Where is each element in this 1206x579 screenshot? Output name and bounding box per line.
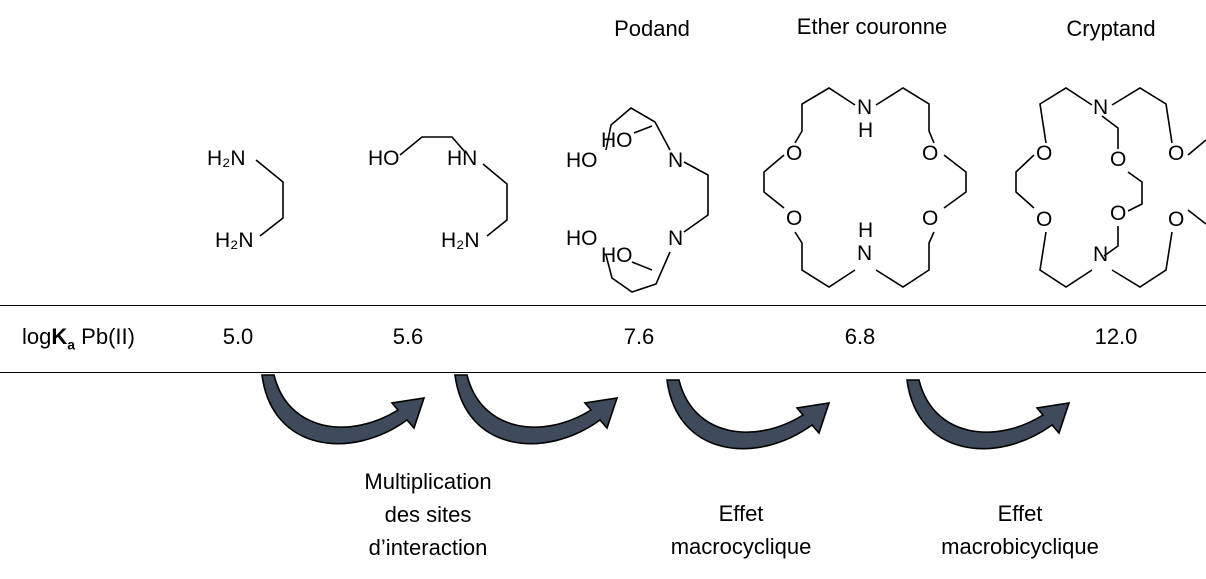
atom-n-top: N: [1093, 96, 1108, 119]
atom-h2n: H₂N: [441, 229, 479, 252]
molecule-podand: HO HO N HO HO N: [566, 107, 709, 293]
bond-strand-1a: [1039, 87, 1093, 144]
atom-o-4: O: [1110, 202, 1126, 225]
effect-macrobicyclic: Effet macrobicyclique: [941, 497, 1099, 563]
bond-strand-2c: [1103, 226, 1119, 257]
atom-o-left-top: O: [786, 142, 802, 165]
effect-multiplication-line-2: des sites: [384, 502, 472, 527]
atom-n-bottom: N: [668, 227, 683, 250]
bond-arm-3: [605, 251, 671, 293]
bond-strand-3b: [1187, 139, 1206, 156]
table-bottom-rule: [0, 372, 1206, 373]
bond-upper-left: [794, 87, 856, 144]
atom-n-top: N: [668, 149, 683, 172]
row-label-prefix: log: [22, 324, 52, 349]
atom-h-top: H: [858, 119, 873, 142]
bond-strand-3c: [1187, 209, 1206, 225]
atom-o-right-top: O: [922, 142, 938, 165]
bond-ethylene: [482, 163, 508, 237]
atom-o-5: O: [1168, 142, 1184, 165]
atom-o-2: O: [1036, 208, 1052, 231]
arrow-2-shape: [454, 374, 619, 445]
effect-macrocyclic: Effet macrocyclique: [671, 497, 812, 563]
molecule-hydroxyethyl-ethylenediamine: HO HN H₂N: [368, 136, 508, 252]
bond-strand-1b: [1015, 154, 1035, 209]
row-label-k-sub: a: [67, 336, 76, 353]
bond-arm-1: [605, 107, 671, 151]
label-podand: Podand: [614, 16, 690, 41]
label-cryptand: Cryptand: [1066, 16, 1156, 41]
arrow-4: [906, 379, 1071, 450]
bond-arm-2: [633, 125, 653, 134]
arrow-1: [261, 374, 426, 445]
effect-macrobicyclic-line-1: Effet: [997, 501, 1043, 526]
bond-strand-3d: [1111, 231, 1173, 288]
bond-strand-2a: [1101, 115, 1119, 149]
bond-strand-2b: [1127, 171, 1143, 212]
arrow-1-shape: [261, 374, 426, 445]
atom-o-3: O: [1110, 148, 1126, 171]
molecule-structures: H₂N H₂N HO HN H₂N HO HO N HO HO N: [207, 87, 1206, 293]
atom-o-6: O: [1168, 208, 1184, 231]
atom-o-right-bottom: O: [922, 207, 938, 230]
atom-o-left-bottom: O: [786, 207, 802, 230]
bond-right: [943, 154, 967, 209]
atom-ho-1: HO: [566, 149, 598, 172]
value-hydroxyethyl-ethylenediamine: 5.6: [392, 324, 424, 349]
molecule-cryptand: N N O O O O O O: [1015, 87, 1206, 288]
atom-n-top: N: [857, 96, 872, 119]
arrow-3-shape: [666, 379, 831, 450]
bond-upper-right: [875, 87, 935, 144]
bond-strand-3a: [1111, 87, 1173, 144]
bond-hydroxyethyl: [399, 136, 466, 156]
atom-n-bottom: N: [1093, 243, 1108, 266]
table-top-rule: [0, 305, 1206, 306]
value-ethylenediamine: 5.0: [222, 324, 254, 349]
label-crown-ether: Ether couronne: [796, 14, 948, 39]
row-label-suffix: Pb(II): [75, 324, 135, 349]
atom-n-bottom: N: [857, 242, 872, 265]
atom-ho-4: HO: [601, 244, 633, 267]
effect-macrocyclic-line-2: macrocyclique: [670, 534, 812, 559]
atom-h2n-top: H₂N: [207, 147, 245, 170]
atom-h-bottom: H: [858, 219, 873, 242]
bond-chain: [255, 159, 284, 237]
atom-o-1: O: [1036, 142, 1052, 165]
effect-multiplication-line-1: Multiplication: [364, 469, 492, 494]
value-podand: 7.6: [623, 324, 655, 349]
arrow-2: [454, 374, 619, 445]
bond-arm-4: [631, 261, 653, 271]
molecule-crown-ether: N H N H O O O O: [763, 87, 967, 288]
atom-ho-3: HO: [566, 227, 598, 250]
effect-multiplication: Multiplication des sites d’interaction: [364, 465, 491, 564]
row-label-logka: logKa Pb(II): [22, 324, 135, 352]
curved-arrows: [261, 374, 1071, 450]
effect-macrocyclic-line-1: Effet: [718, 501, 764, 526]
value-cryptand: 12.0: [1094, 324, 1138, 349]
effect-multiplication-line-3: d’interaction: [368, 535, 488, 560]
arrow-3: [666, 379, 831, 450]
bond-lower-left: [794, 231, 856, 288]
row-label-k: K: [51, 324, 68, 349]
atom-hn: HN: [447, 147, 477, 170]
bond-left: [763, 154, 785, 209]
atom-ho: HO: [368, 147, 400, 170]
atom-h2n-bottom: H₂N: [215, 229, 253, 252]
value-crown-ether: 6.8: [844, 324, 876, 349]
bond-lower-right: [875, 231, 935, 288]
molecule-ethylenediamine: H₂N H₂N: [207, 147, 284, 252]
effect-macrobicyclic-line-2: macrobicyclique: [941, 534, 1099, 559]
bond-strand-1c: [1039, 231, 1093, 288]
arrow-4-shape: [906, 379, 1071, 450]
bond-bridge: [683, 161, 709, 233]
